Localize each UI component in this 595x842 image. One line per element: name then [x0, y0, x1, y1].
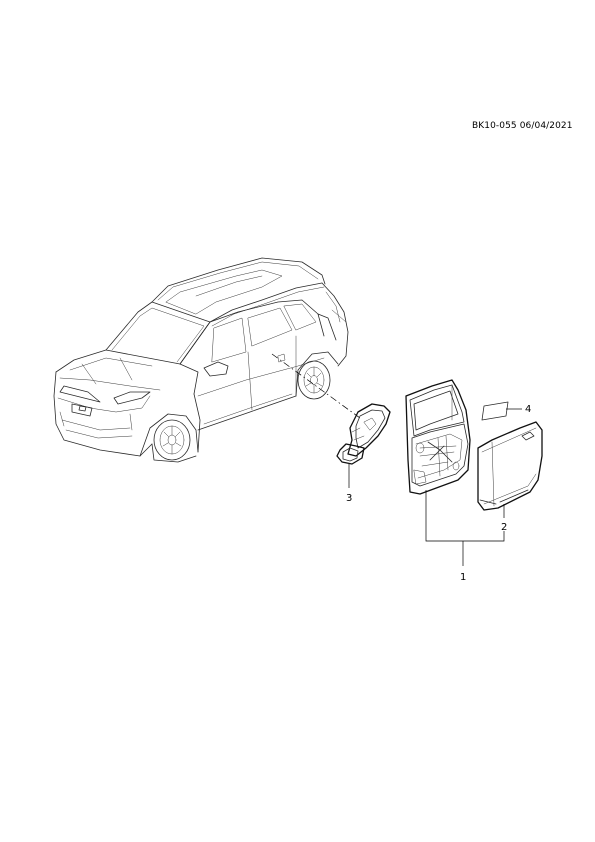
installation-line [271, 353, 361, 419]
document-reference: BK10-055 06/04/2021 [472, 121, 573, 131]
part-1-rear-door-frame [405, 379, 471, 495]
callout-4: 4 [525, 404, 531, 415]
callout-3: 3 [346, 493, 352, 504]
callout-1: 1 [460, 572, 466, 583]
part-3-fuel-filler-housing [336, 403, 391, 465]
callout-leader-1 [425, 490, 505, 566]
callout-2: 2 [501, 522, 507, 533]
part-4-label [481, 401, 509, 421]
part-2-door-outer-panel [477, 421, 543, 511]
vehicle-illustration [53, 257, 349, 463]
